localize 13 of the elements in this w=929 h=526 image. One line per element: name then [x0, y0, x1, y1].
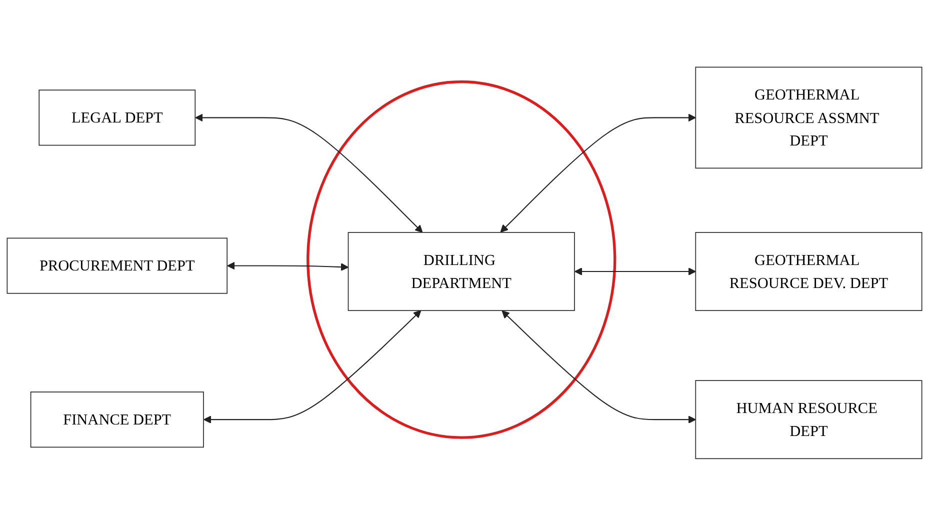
arrow [227, 262, 349, 272]
node-box: PROCUREMENT DEPT [6, 238, 228, 294]
arrow [502, 310, 696, 424]
node-box: DRILLING DEPARTMENT [348, 232, 575, 312]
node-box: GEOTHERMAL RESOURCE ASSMNT DEPT [695, 66, 922, 169]
node-box: GEOTHERMAL RESOURCE DEV. DEPT [695, 232, 922, 312]
arrow [500, 114, 696, 233]
node-box: HUMAN RESOURCE DEPT [695, 380, 922, 460]
arrow [195, 114, 423, 233]
node-box: FINANCE DEPT [30, 392, 204, 448]
arrow [204, 310, 422, 424]
node-box: LEGAL DEPT [38, 90, 196, 146]
arrow [574, 268, 696, 276]
